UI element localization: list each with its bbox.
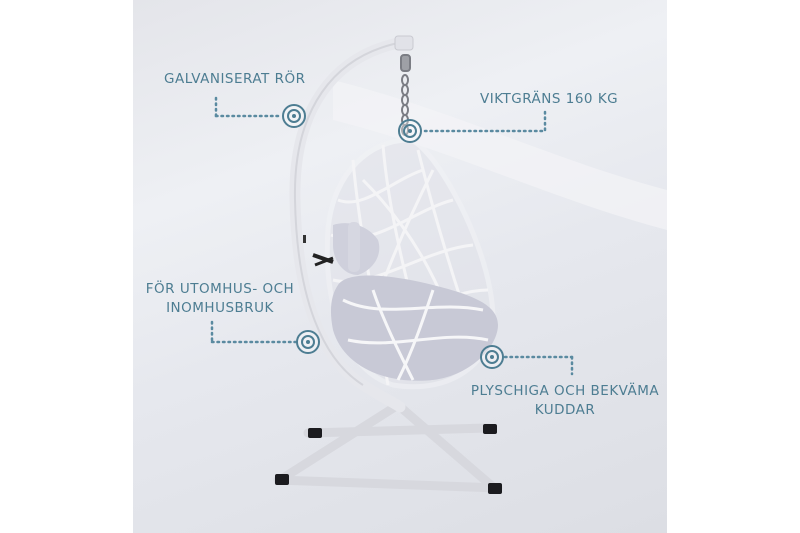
seat-cushion <box>330 275 498 381</box>
hanging-egg-chair <box>273 35 667 494</box>
callout-galvanized-tube: GALVANISERAT RÖR <box>164 71 306 87</box>
stand-base <box>273 400 503 493</box>
callout-weight-limit: VIKTGRÄNS 160 KG <box>480 91 619 107</box>
egg-basket <box>312 137 498 390</box>
product-photo <box>133 0 667 533</box>
callout-indoor-outdoor: FÖR UTOMHUS- OCH INOMHUSBRUK <box>145 281 295 316</box>
callout-cushions: PLYSCHIGA OCH BEKVÄMA KUDDAR <box>470 383 660 418</box>
stand-feet <box>275 424 502 494</box>
